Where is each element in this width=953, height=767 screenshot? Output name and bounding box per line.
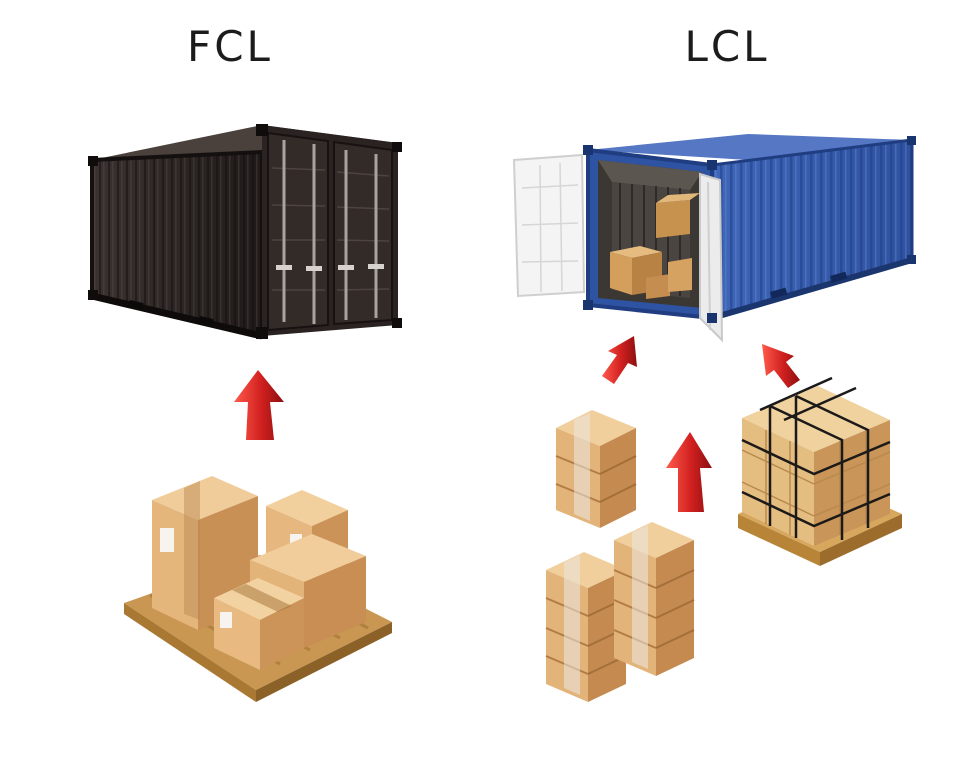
carton-stack: [613, 522, 695, 676]
carton-stack: [555, 410, 637, 528]
upward-arrow: [234, 370, 284, 440]
upward-arrow: [666, 432, 712, 512]
pallet-of-boxes: [124, 476, 392, 702]
lcl-container: [512, 134, 916, 343]
upward-arrow: [762, 344, 800, 388]
fcl-title: FCL: [187, 22, 273, 71]
upward-arrow: [602, 336, 637, 384]
strapped-pallet: [738, 376, 902, 566]
carton-stack: [545, 552, 627, 702]
lcl-title: LCL: [684, 22, 770, 71]
fcl-container: [88, 124, 402, 340]
